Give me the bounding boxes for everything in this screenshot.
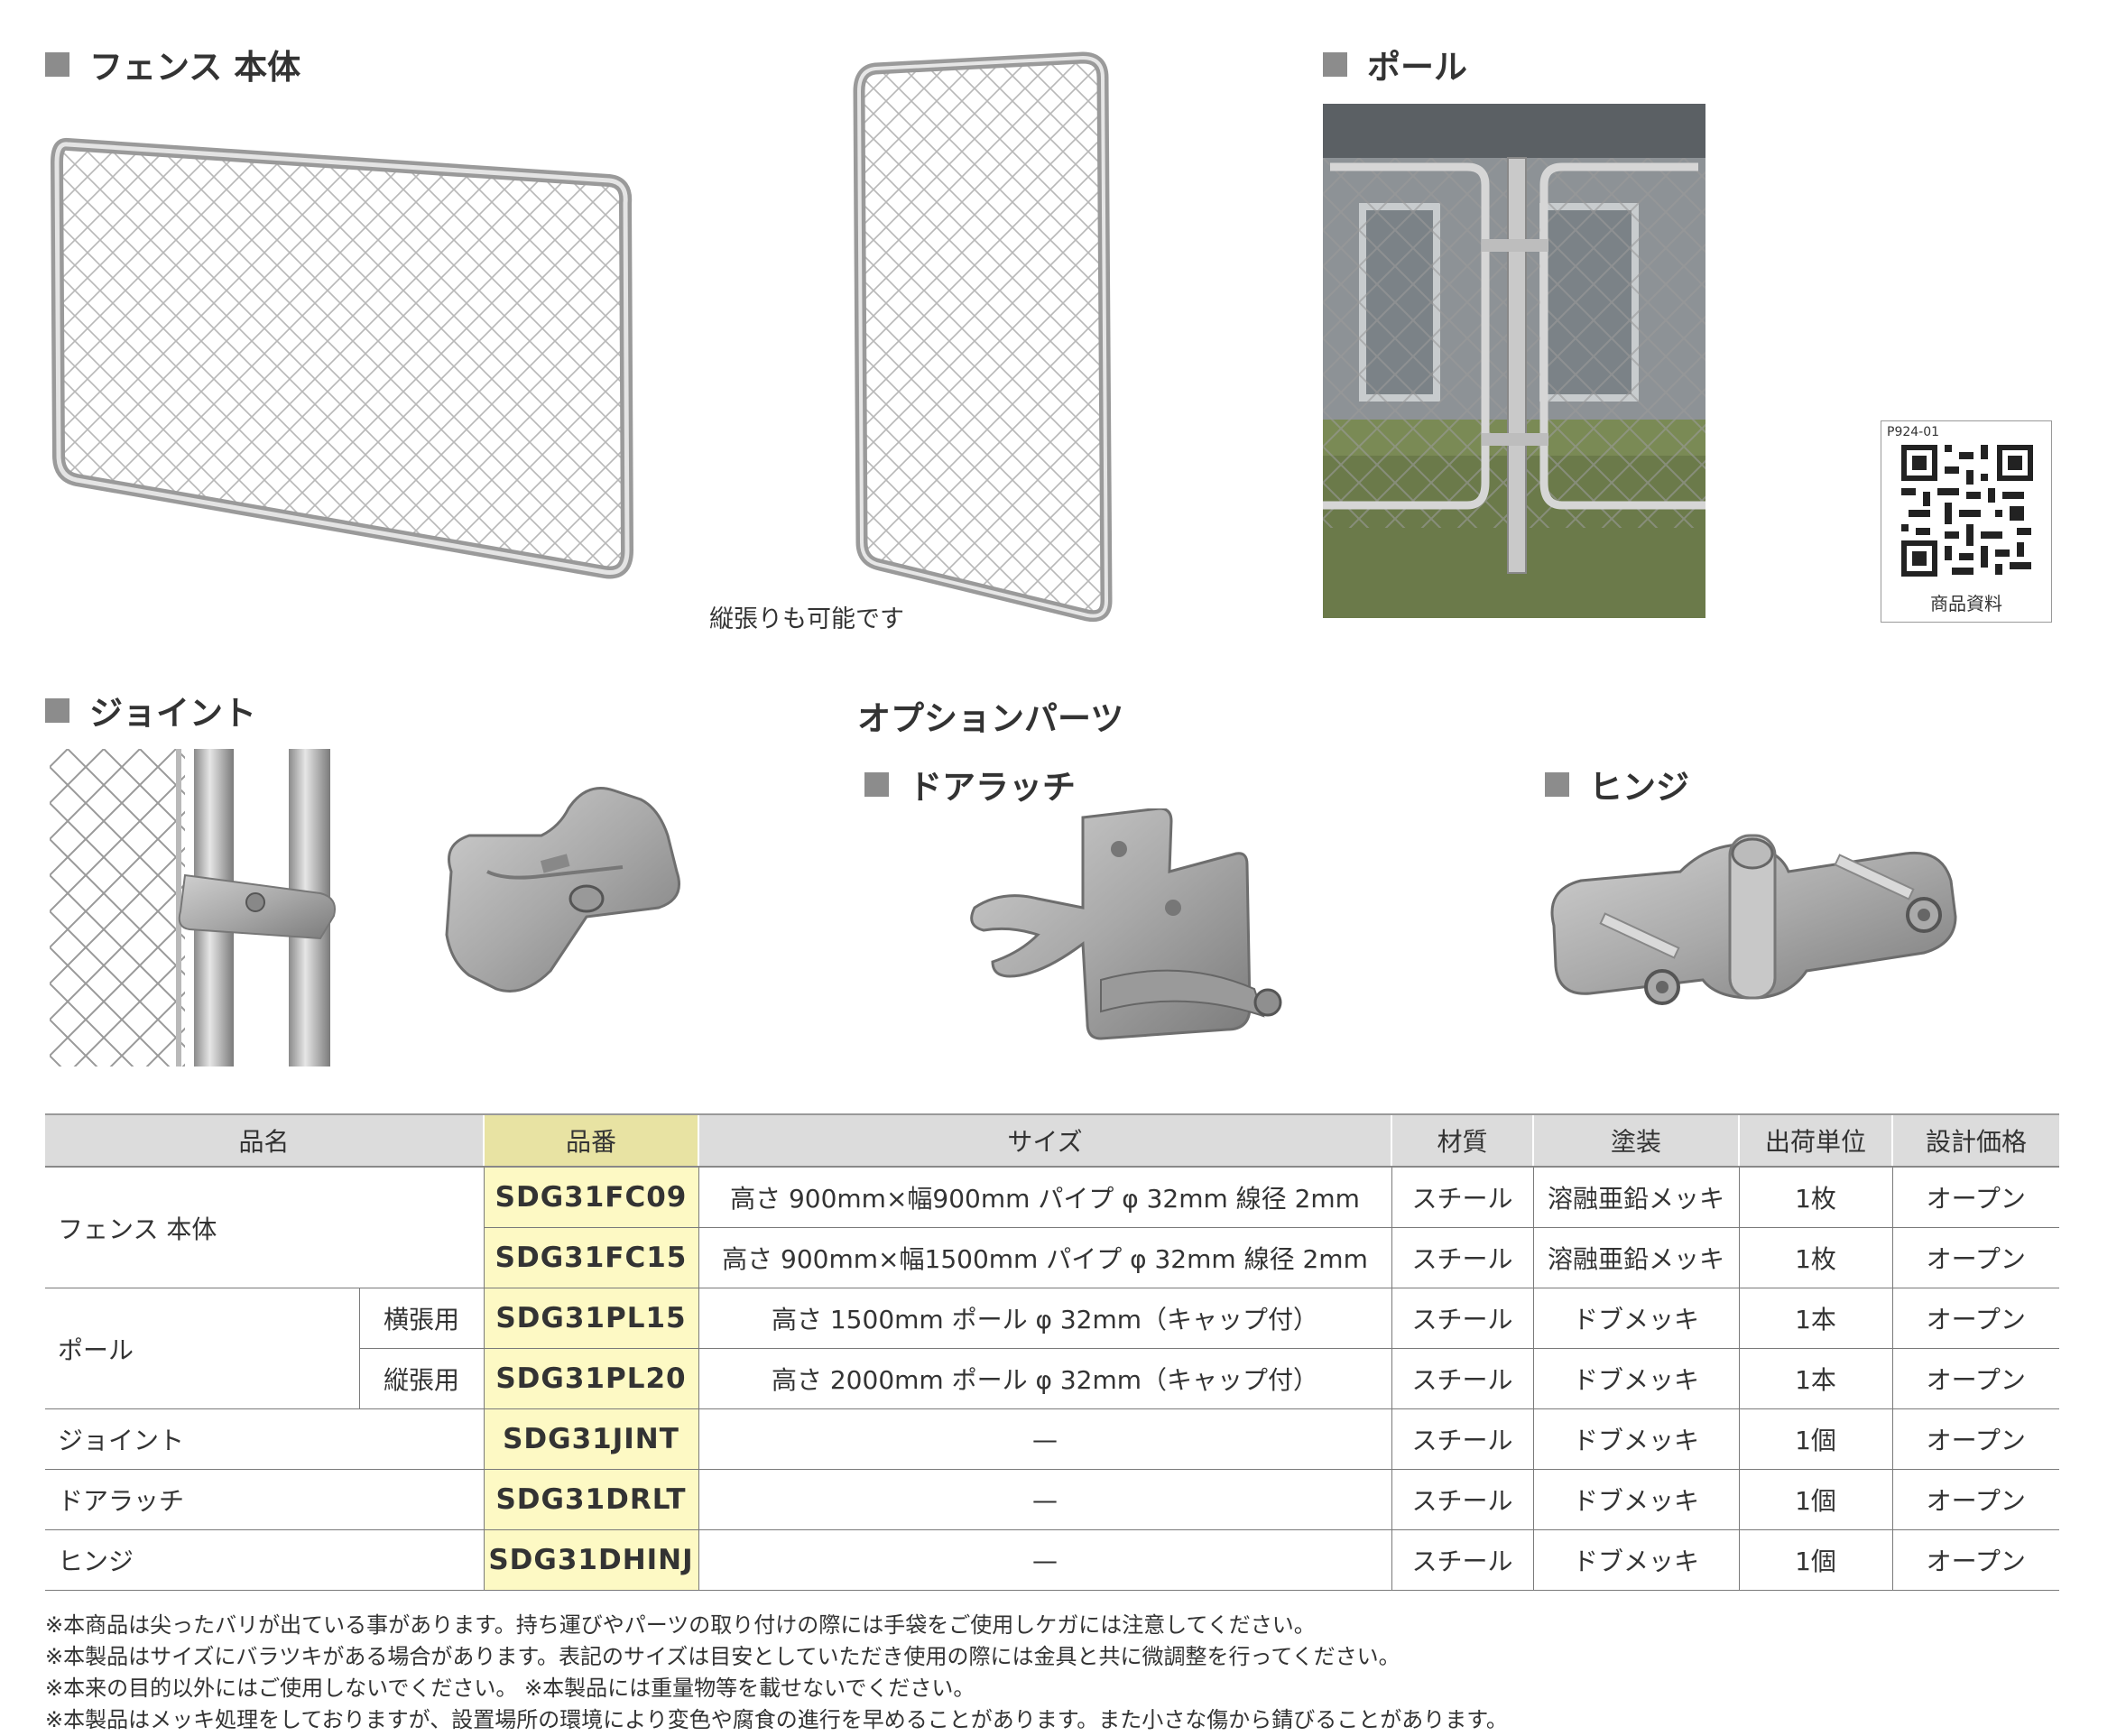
qr-code-icon	[1901, 445, 2033, 577]
header-name: 品名	[45, 1113, 484, 1168]
fence-panel-horizontal-image	[51, 137, 633, 579]
qr-code-box[interactable]: P924-01 商品資料	[1881, 420, 2052, 623]
header-material: 材質	[1391, 1113, 1533, 1168]
row-price: オープン	[1891, 1348, 2059, 1409]
options-heading-text: オプションパーツ	[857, 699, 1124, 738]
row-material: スチール	[1391, 1167, 1533, 1228]
qr-code-caption: 商品資料	[1930, 593, 2002, 614]
row-code: SDG31JINT	[483, 1408, 698, 1470]
row-coating: ドブメッキ	[1532, 1408, 1739, 1470]
fence-panel-vertical-image	[853, 51, 1113, 623]
row-coating: 溶融亜鉛メッキ	[1532, 1227, 1739, 1288]
header-unit: 出荷単位	[1738, 1113, 1892, 1168]
row-unit: 1枚	[1738, 1227, 1892, 1288]
row-size: —	[698, 1469, 1391, 1530]
row-subtype: 縦張用	[358, 1348, 484, 1409]
row-code: SDG31FC09	[483, 1167, 698, 1228]
row-code: SDG31FC15	[483, 1227, 698, 1288]
joint-heading-text: ジョイント	[89, 694, 256, 733]
table-header-row: 品名 品番 サイズ 材質 塗装 出荷単位 設計価格	[45, 1113, 2059, 1168]
door-latch-heading: ドアラッチ	[864, 760, 1076, 808]
spec-table: 品名 品番 サイズ 材質 塗装 出荷単位 設計価格 フェンス 本体 SDG31F…	[45, 1113, 2059, 1591]
row-material: スチール	[1391, 1348, 1533, 1409]
options-heading: オプションパーツ	[857, 691, 1123, 740]
row-coating: 溶融亜鉛メッキ	[1532, 1167, 1739, 1228]
joint-heading: ジョイント	[45, 686, 256, 734]
table-row: SDG31FC15 高さ 900mm×幅1500mm パイプ φ 32mm 線径…	[45, 1227, 2059, 1288]
footnote: ※本製品はメッキ処理をしておりますが、設置場所の環境により変色や腐食の進行を早め…	[45, 1707, 1508, 1732]
row-material: スチール	[1391, 1408, 1533, 1470]
row-coating: ドブメッキ	[1532, 1348, 1739, 1409]
door-latch-heading-text: ドアラッチ	[909, 768, 1076, 807]
row-coating: ドブメッキ	[1532, 1469, 1739, 1530]
pole-heading: ポール	[1323, 40, 1467, 88]
qr-code-id: P924-01	[1887, 425, 1940, 439]
row-name: ポール	[45, 1288, 359, 1409]
row-code: SDG31PL15	[483, 1288, 698, 1349]
footnotes: ※本商品は尖ったバリが出ている事があります。持ち運びやパーツの取り付けの際には手…	[45, 1610, 1508, 1736]
row-price: オープン	[1891, 1227, 2059, 1288]
square-bullet-icon	[1545, 771, 1569, 797]
row-price: オープン	[1891, 1469, 2059, 1530]
row-coating: ドブメッキ	[1532, 1529, 1739, 1591]
row-subtype: 横張用	[358, 1288, 484, 1349]
row-material: スチール	[1391, 1469, 1533, 1530]
row-unit: 1個	[1738, 1469, 1892, 1530]
row-name: ヒンジ	[45, 1529, 484, 1591]
table-row: 縦張用 SDG31PL20 高さ 2000mm ポール φ 32mm（キャップ付…	[45, 1348, 2059, 1409]
header-coating: 塗装	[1532, 1113, 1739, 1168]
square-bullet-icon	[1323, 51, 1347, 77]
row-code: SDG31DRLT	[483, 1469, 698, 1530]
footnote: ※本来の目的以外にはご使用しないでください。 ※本製品には重量物等を載せないでく…	[45, 1676, 975, 1701]
row-size: —	[698, 1529, 1391, 1591]
row-price: オープン	[1891, 1529, 2059, 1591]
hinge-heading: ヒンジ	[1545, 760, 1689, 808]
row-size: 高さ 1500mm ポール φ 32mm（キャップ付）	[698, 1288, 1391, 1349]
header-size: サイズ	[698, 1113, 1391, 1168]
fence-body-heading-text: フェンス 本体	[89, 48, 301, 87]
row-code: SDG31PL20	[483, 1348, 698, 1409]
table-row: フェンス 本体 SDG31FC09 高さ 900mm×幅900mm パイプ φ …	[45, 1167, 2059, 1288]
row-material: スチール	[1391, 1288, 1533, 1349]
row-unit: 1本	[1738, 1348, 1892, 1409]
hinge-part-image	[1550, 834, 1957, 1005]
row-price: オープン	[1891, 1167, 2059, 1228]
door-latch-part-image	[970, 808, 1282, 1040]
table-row: ジョイント SDG31JINT — スチール ドブメッキ 1個 オープン	[45, 1408, 2059, 1470]
vertical-install-note: 縦張りも可能です	[709, 605, 904, 633]
table-row: ドアラッチ SDG31DRLT — スチール ドブメッキ 1個 オープン	[45, 1469, 2059, 1530]
pole-photo	[1323, 104, 1705, 618]
row-price: オープン	[1891, 1408, 2059, 1470]
joint-installed-photo	[50, 749, 347, 1067]
row-size: 高さ 900mm×幅900mm パイプ φ 32mm 線径 2mm	[698, 1167, 1391, 1228]
hinge-heading-text: ヒンジ	[1589, 768, 1689, 807]
row-material: スチール	[1391, 1227, 1533, 1288]
row-size: 高さ 900mm×幅1500mm パイプ φ 32mm 線径 2mm	[698, 1227, 1391, 1288]
pole-heading-text: ポール	[1367, 48, 1467, 87]
row-coating: ドブメッキ	[1532, 1288, 1739, 1349]
square-bullet-icon	[864, 771, 889, 797]
row-unit: 1個	[1738, 1529, 1892, 1591]
table-row: ポール 横張用 SDG31PL15 高さ 1500mm ポール φ 32mm（キ…	[45, 1288, 2059, 1409]
table-row: ヒンジ SDG31DHINJ — スチール ドブメッキ 1個 オープン	[45, 1529, 2059, 1591]
square-bullet-icon	[45, 697, 69, 723]
fence-body-heading: フェンス 本体	[45, 40, 300, 88]
row-size: —	[698, 1408, 1391, 1470]
row-unit: 1枚	[1738, 1167, 1892, 1228]
row-unit: 1個	[1738, 1408, 1892, 1470]
header-code: 品番	[483, 1113, 698, 1168]
row-price: オープン	[1891, 1288, 2059, 1349]
row-size: 高さ 2000mm ポール φ 32mm（キャップ付）	[698, 1348, 1391, 1409]
row-code: SDG31DHINJ	[483, 1529, 698, 1591]
row-material: スチール	[1391, 1529, 1533, 1591]
footnote: ※本製品はサイズにバラツキがある場合があります。表記のサイズは目安としていただき…	[45, 1644, 1400, 1669]
joint-part-image	[445, 787, 680, 993]
row-name: ジョイント	[45, 1408, 484, 1470]
row-name: フェンス 本体	[45, 1167, 484, 1288]
footnote: ※本商品は尖ったバリが出ている事があります。持ち運びやパーツの取り付けの際には手…	[45, 1612, 1316, 1638]
square-bullet-icon	[45, 51, 69, 77]
header-price: 設計価格	[1891, 1113, 2059, 1168]
row-name: ドアラッチ	[45, 1469, 484, 1530]
row-unit: 1本	[1738, 1288, 1892, 1349]
